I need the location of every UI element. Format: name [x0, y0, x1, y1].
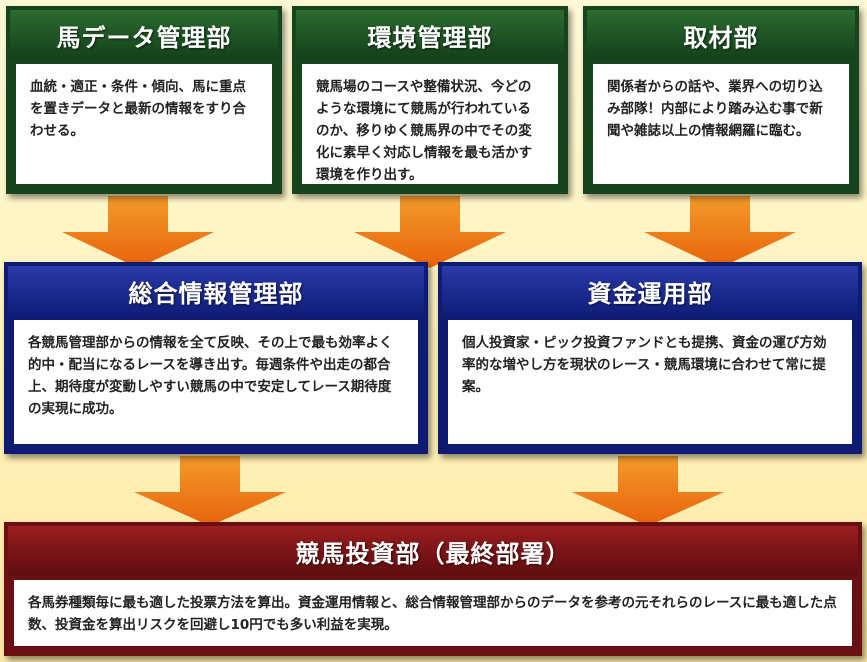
- fund-management-dept-description: 個人投資家・ピック投資ファンドとも提携、資金の運び方効率的な増やし方を現状のレー…: [448, 320, 852, 444]
- coverage-dept-description: 関係者からの話や、業界への切り込み部隊！内部により踏み込む事で新聞や雑誌以上の情…: [593, 64, 849, 184]
- horse-investment-dept-description: 各馬券種類毎に最も適した投票方法を算出。資金運用情報と、総合情報管理部からのデー…: [14, 580, 852, 646]
- coverage-dept-title: 取材部: [587, 10, 855, 60]
- environment-dept-description: 競馬場のコースや整備状況、今どのような環境にて競馬が行われているのか、移りゆく競…: [302, 64, 558, 184]
- horse-investment-dept-title: 競馬投資部（最終部署）: [8, 526, 858, 576]
- integrated-info-dept-panel: 総合情報管理部 各競馬管理部からの情報を全て反映、その上で最も効率よく的中・配当…: [4, 262, 428, 454]
- horse-data-dept-title: 馬データ管理部: [10, 10, 278, 60]
- fund-management-dept-title: 資金運用部: [442, 266, 858, 316]
- integrated-info-dept-title: 総合情報管理部: [8, 266, 424, 316]
- environment-dept-panel: 環境管理部 競馬場のコースや整備状況、今どのような環境にて競馬が行われているのか…: [292, 6, 568, 194]
- arrow-environment-to-middle: [354, 196, 506, 268]
- arrow-horse-to-integrated: [62, 196, 214, 268]
- horse-investment-dept-panel: 競馬投資部（最終部署） 各馬券種類毎に最も適した投票方法を算出。資金運用情報と、…: [4, 522, 862, 656]
- arrow-coverage-to-fund: [644, 196, 796, 268]
- arrow-fund-to-final: [572, 456, 724, 526]
- horse-data-dept-description: 血統・適正・条件・傾向、馬に重点を置きデータと最新の情報をすり合わせる。: [16, 64, 272, 184]
- horse-data-dept-panel: 馬データ管理部 血統・適正・条件・傾向、馬に重点を置きデータと最新の情報をすり合…: [6, 6, 282, 194]
- environment-dept-title: 環境管理部: [296, 10, 564, 60]
- arrow-integrated-to-final: [134, 456, 286, 526]
- fund-management-dept-panel: 資金運用部 個人投資家・ピック投資ファンドとも提携、資金の運び方効率的な増やし方…: [438, 262, 862, 454]
- coverage-dept-panel: 取材部 関係者からの話や、業界への切り込み部隊！内部により踏み込む事で新聞や雑誌…: [583, 6, 859, 194]
- integrated-info-dept-description: 各競馬管理部からの情報を全て反映、その上で最も効率よく的中・配当になるレースを導…: [14, 320, 418, 444]
